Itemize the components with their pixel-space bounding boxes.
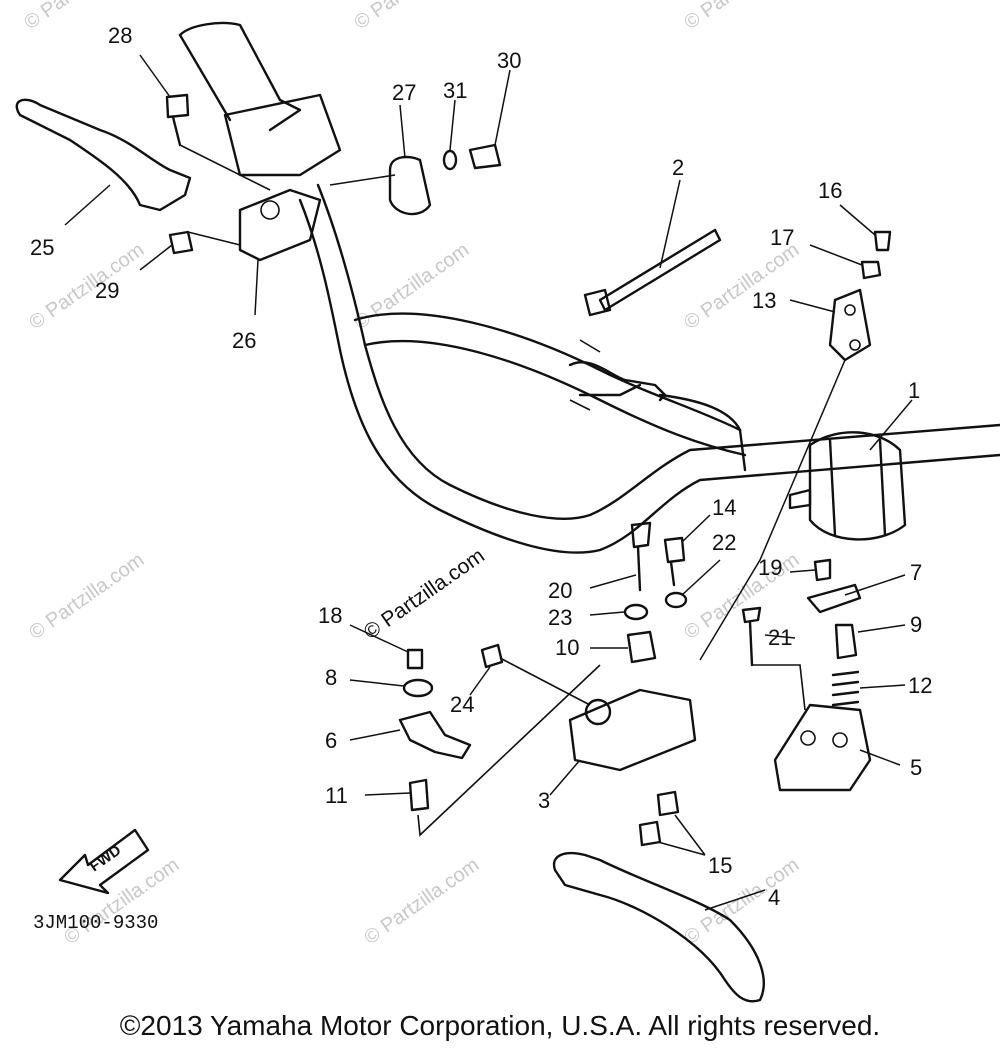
part-2-cable-band [583,179,722,317]
part-20-bolt [589,521,652,592]
callout-20: 20 [548,578,572,603]
callout-15: 15 [708,853,732,878]
part-13-cover [699,288,872,661]
watermark: © Partzilla.com [360,854,483,949]
callout-5: 5 [910,755,922,780]
callout-14: 14 [712,495,736,520]
part-3-lever-holder [549,688,697,796]
part-7-plate [806,574,906,614]
callout-7: 7 [910,560,922,585]
callout-4: 4 [768,885,780,910]
callout-21: 21 [768,625,792,650]
callout-24: 24 [450,692,474,717]
part-10-nut [590,630,657,664]
part-5-master-cylinder-body [773,703,901,792]
part-28-bolt [139,54,271,191]
part-22-washer [664,559,721,609]
drawing-code: 3JM100-9330 [33,912,158,934]
part-17-nut [809,244,882,280]
part-12-spring [831,670,906,707]
callout-12: 12 [908,673,932,698]
part-21-pin [741,606,806,711]
part-6-arm [349,710,472,760]
part-18-screw [349,624,424,670]
callout-labels: 1 2 3 4 5 6 7 8 9 10 11 12 13 14 15 16 1… [30,23,932,910]
part-14-bolt [663,514,711,587]
callout-10: 10 [555,635,579,660]
wiring-harness [568,339,742,432]
part-8-washer [349,678,434,698]
callout-22: 22 [712,530,736,555]
watermark: © Partzilla.com [350,0,473,34]
part-9-piston [834,623,906,660]
watermark: © Partzilla.com [25,549,148,644]
callout-26: 26 [232,328,256,353]
part-15-nuts [638,790,706,856]
callout-17: 17 [770,225,794,250]
callout-1: 1 [908,378,920,403]
callout-28: 28 [108,23,132,48]
part-11-screw [364,664,601,837]
part-31-washer [442,99,458,171]
callout-19: 19 [758,555,782,580]
part-24-cap [469,643,591,706]
callout-29: 29 [95,278,119,303]
part-29-nut [139,230,241,271]
watermark: © Partzilla.com [680,0,803,34]
callout-2: 2 [672,155,684,180]
copyright-notice: ©2013 Yamaha Motor Corporation, U.S.A. A… [119,1010,881,1041]
part-26-lever-bracket [238,188,322,316]
part-4-brake-lever [552,851,766,1003]
part-16-screw [839,204,892,252]
callout-11: 11 [325,783,348,808]
callout-27: 27 [392,80,416,105]
callout-30: 30 [497,48,521,73]
callout-18: 18 [318,603,342,628]
callout-13: 13 [752,288,776,313]
part-27-holder [329,104,432,216]
callout-8: 8 [325,665,337,690]
callout-6: 6 [325,728,337,753]
callout-3: 3 [538,788,550,813]
watermark-center: © Partzilla.com [360,544,489,644]
part-25-clutch-lever [15,98,192,226]
part-30-bolt [468,69,511,170]
part-1-switch-assembly [788,399,913,541]
callout-16: 16 [818,178,842,203]
handlebar [178,21,1000,554]
callout-25: 25 [30,235,54,260]
callout-9: 9 [910,612,922,637]
part-23-washer [589,603,649,621]
part-19-screw [789,558,832,582]
callout-23: 23 [548,605,572,630]
callout-31: 31 [443,78,467,103]
